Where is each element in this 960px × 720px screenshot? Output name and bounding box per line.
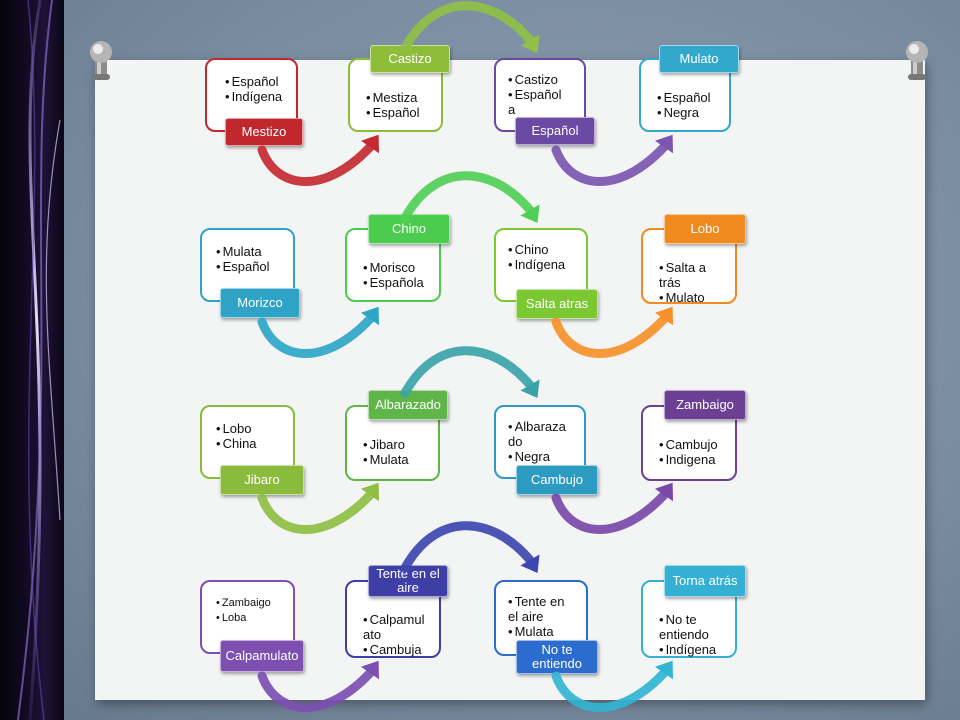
- card-item: Español a: [508, 87, 566, 117]
- label-no-te-entiendo: No te entiendo: [516, 640, 598, 674]
- card-item: Español: [657, 90, 711, 105]
- card-item: Castizo: [508, 72, 566, 87]
- label-salta-atras: Salta atras: [516, 289, 598, 319]
- left-decorative-strip: [0, 0, 64, 720]
- card-item: Salta a trás: [659, 260, 721, 290]
- label-jibaro: Jibaro: [220, 465, 304, 495]
- label-mestizo: Mestizo: [225, 118, 303, 146]
- card-item: No te entiendo: [659, 612, 733, 642]
- label-castizo: Castizo: [370, 45, 450, 73]
- pin-right-icon: [906, 41, 928, 80]
- label-torna-atras: Torna atrás: [664, 565, 746, 597]
- card-item: Mulato: [659, 290, 721, 305]
- label-morizco: Morizco: [220, 288, 300, 318]
- card-item: Loba: [216, 611, 271, 626]
- label-lobo: Lobo: [664, 214, 746, 244]
- card-item: Español: [216, 259, 270, 274]
- card-item: Mestiza: [366, 90, 420, 105]
- card-salta-atras: Chino Indígena: [494, 228, 588, 302]
- card-item: Mulata: [363, 452, 409, 467]
- card-item: Español: [225, 74, 282, 89]
- label-cambujo: Cambujo: [516, 465, 598, 495]
- label-calpamulato: Calpamulato: [220, 640, 304, 672]
- card-item: Chino: [508, 242, 565, 257]
- card-item: Lobo: [216, 421, 257, 436]
- label-mulato: Mulato: [659, 45, 739, 73]
- label-zambaigo: Zambaigo: [664, 390, 746, 420]
- card-item: Calpamul ato: [363, 612, 431, 642]
- label-chino: Chino: [368, 214, 450, 244]
- card-item: Zambaigo: [216, 596, 271, 611]
- card-item: Cambuja: [363, 642, 431, 657]
- card-no-te-entiendo: Tente en el aire Mulata: [494, 580, 588, 656]
- card-item: Negra: [657, 105, 711, 120]
- card-item: China: [216, 436, 257, 451]
- card-item: Tente en el aire: [508, 594, 572, 624]
- card-item: Mulata: [508, 624, 572, 639]
- label-espanol: Español: [515, 117, 595, 145]
- pin-left-icon: [90, 41, 112, 80]
- card-item: Indígena: [659, 642, 733, 657]
- card-item: Indígena: [225, 89, 283, 104]
- card-item: Español: [366, 105, 420, 120]
- card-item: Morisco: [363, 260, 424, 275]
- card-item: Española: [363, 275, 424, 290]
- label-tente-en-el-aire: Tente en el aire: [368, 565, 448, 597]
- card-item: Indigena: [659, 452, 718, 467]
- card-item: Jibaro: [363, 437, 409, 452]
- card-item: Negra: [508, 449, 568, 464]
- card-item: Cambujo: [659, 437, 718, 452]
- card-item: Mulata: [216, 244, 270, 259]
- card-item: Albaraza do: [508, 419, 568, 449]
- card-item: Indígena: [508, 257, 566, 272]
- label-albarazado: Albarazado: [368, 390, 448, 420]
- card-morizco: Mulata Español: [200, 228, 295, 302]
